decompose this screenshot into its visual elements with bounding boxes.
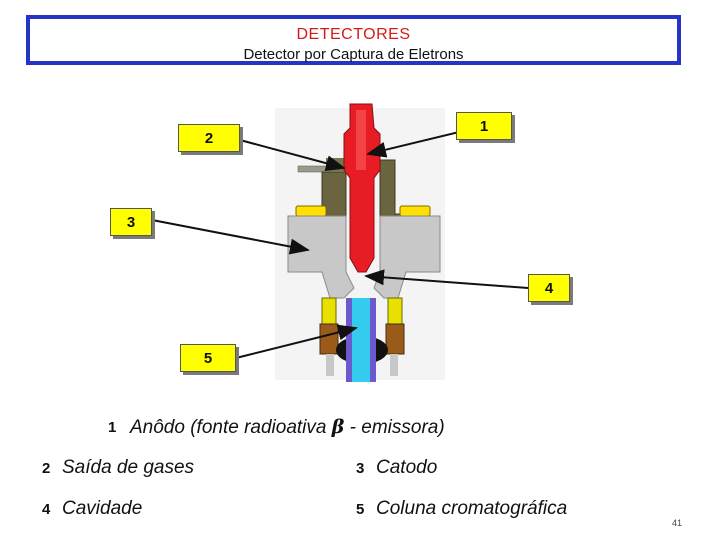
page-title: DETECTORES (296, 26, 411, 43)
legend-num-2: 2 (42, 460, 51, 477)
fitting-right (387, 297, 403, 325)
cavity-left (287, 215, 355, 299)
legend-num-4: 4 (42, 501, 51, 518)
beta-symbol: β (331, 416, 345, 438)
arrow-2 (239, 139, 346, 172)
gas-outlet-tip-left (295, 205, 327, 217)
callout-4: 4 (528, 274, 570, 302)
legend-item-2: Saída de gases (62, 457, 195, 478)
pin-left (326, 354, 334, 376)
legend-num-1: 1 (108, 419, 117, 436)
gas-outlet-tip-right (399, 205, 431, 217)
chromatographic-column (352, 298, 370, 382)
legend-item-1: Anôdo (fonte radioativa β - emissora) (130, 416, 445, 439)
callout-2: 2 (178, 124, 240, 152)
legend-text-1b: - emissora) (344, 417, 445, 438)
fitting-left (321, 297, 337, 325)
callout-1: 1 (456, 112, 512, 140)
legend-num-3: 3 (356, 460, 365, 477)
page-subtitle: Detector por Captura de Eletrons (243, 46, 464, 63)
legend-num-5: 5 (356, 501, 365, 518)
callout-3: 3 (110, 208, 152, 236)
callout-5: 5 (180, 344, 236, 372)
legend-item-5: Coluna cromatográfica (376, 498, 568, 519)
legend-item-3: Catodo (376, 457, 438, 478)
anode-highlight (356, 110, 366, 170)
legend-text-1a: Anôdo (fonte radioativa (130, 417, 332, 438)
arrow-5 (235, 324, 358, 359)
title-box: DETECTORES Detector por Captura de Eletr… (26, 15, 681, 65)
nut-left (319, 323, 339, 355)
arrow-4 (364, 269, 529, 289)
pin-right (390, 354, 398, 376)
nut-right (385, 323, 405, 355)
legend-item-4: Cavidade (62, 498, 143, 519)
arrow-3 (151, 219, 310, 255)
page-number: 41 (672, 518, 683, 528)
